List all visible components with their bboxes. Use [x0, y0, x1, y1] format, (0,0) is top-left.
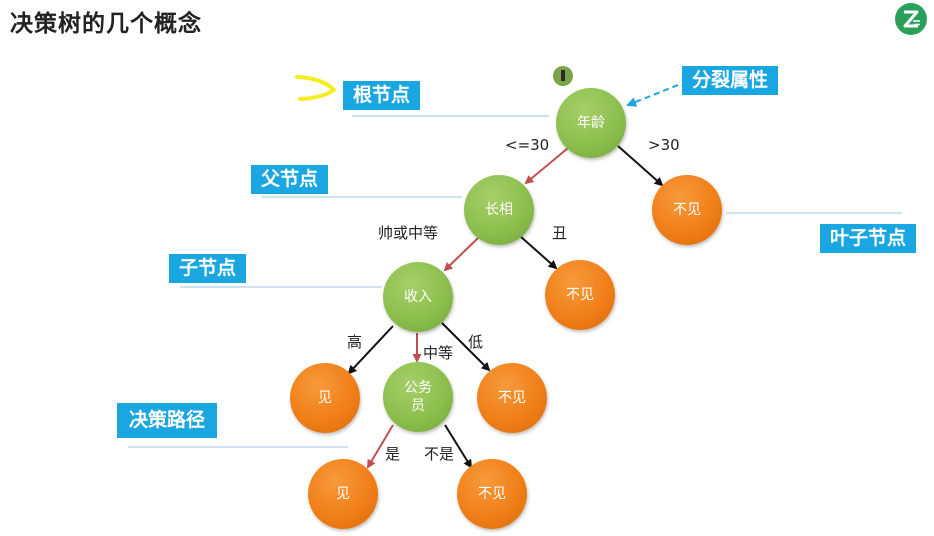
split-pointer: [626, 84, 679, 107]
edge-age-looks: [524, 147, 569, 185]
node-no-meet-1: 不见: [652, 175, 722, 245]
edge-label-medium: 中等: [423, 344, 454, 362]
node-no-meet-2: 不见: [545, 260, 615, 330]
node-no-meet-3: 不见: [477, 363, 547, 433]
node-looks: 长相: [464, 175, 534, 245]
edge-age-nomeet: [617, 145, 664, 187]
edge-label-no: 不是: [424, 445, 455, 463]
edge-label-le30: <=30: [505, 136, 550, 154]
page-title: 决策树的几个概念: [10, 11, 202, 37]
node-meet-1: 见: [290, 363, 360, 433]
parent-node-label: 父节点: [251, 165, 329, 194]
logo-icon: [895, 3, 927, 35]
edge-looks-income: [443, 237, 479, 272]
edge-label-handsome-avg: 帅或中等: [378, 224, 439, 242]
edge-civil-nomeet: [444, 424, 473, 469]
pointer-arrow-icon: [295, 75, 336, 101]
root-node-label: 根节点: [343, 81, 421, 110]
root-marker-icon: [553, 66, 573, 86]
edge-label-high: 高: [347, 333, 363, 351]
edge-income-nomeet: [441, 322, 491, 372]
edge-label-gt30: >30: [648, 136, 680, 154]
leaf-node-label: 叶子节点: [820, 224, 917, 253]
edge-label-yes: 是: [385, 445, 401, 463]
split-attribute-label: 分裂属性: [682, 66, 779, 95]
decision-path-label: 决策路径: [117, 403, 218, 438]
edge-label-ugly: 丑: [552, 224, 568, 242]
node-income: 收入: [383, 262, 453, 332]
edge-label-low: 低: [468, 333, 484, 351]
node-no-meet-4: 不见: [457, 459, 527, 529]
node-meet-2: 见: [308, 459, 378, 529]
edge-income-meet: [347, 325, 394, 375]
edge-looks-nomeet: [519, 235, 558, 270]
child-node-label: 子节点: [169, 254, 247, 283]
edge-civil-meet: [366, 424, 394, 469]
node-age: 年龄: [556, 88, 626, 158]
node-civil-servant: 公务员: [383, 362, 453, 432]
